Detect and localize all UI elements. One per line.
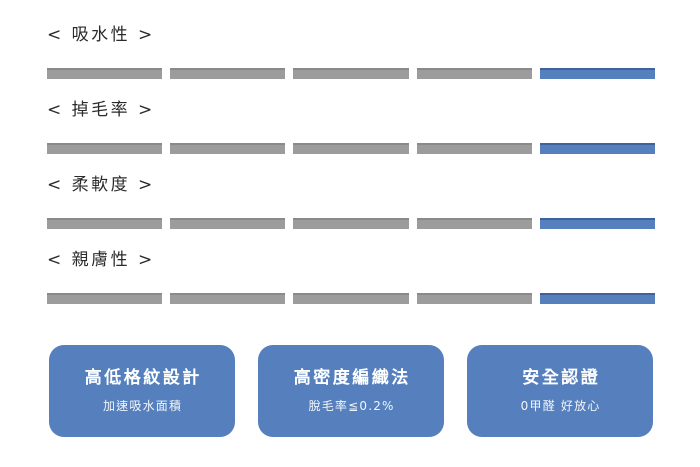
metric-label-shedding-rate: < 掉毛率 >: [47, 100, 155, 120]
metric-bar-skin-friendliness: [47, 293, 656, 304]
metric-label-skin-friendliness: < 親膚性 >: [47, 250, 155, 270]
metric-row: < 吸水性 >: [47, 18, 656, 93]
metric-label-water-absorption: < 吸水性 >: [47, 25, 155, 45]
metric-row: < 柔軟度 >: [47, 168, 656, 243]
bar-segment-3: [293, 218, 409, 229]
bar-segment-4: [416, 143, 532, 154]
bar-segment-4: [416, 218, 532, 229]
feature-card-waffle-weave-design: 高低格紋設計 加速吸水面積: [49, 345, 235, 437]
metric-label-softness: < 柔軟度 >: [47, 175, 155, 195]
bar-segment-1: [47, 293, 163, 304]
feature-card-subtitle: 加速吸水面積: [102, 399, 183, 413]
bar-segment-3: [293, 68, 409, 79]
bar-segment-1: [47, 218, 163, 229]
bar-segment-3: [293, 293, 409, 304]
bar-segment-5: [539, 143, 656, 154]
bar-segment-2: [170, 293, 286, 304]
bar-segment-2: [170, 143, 286, 154]
bar-segment-5: [539, 68, 656, 79]
feature-card-title: 高低格紋設計: [84, 368, 202, 388]
bar-segment-1: [47, 143, 163, 154]
bar-segment-5: [539, 293, 656, 304]
bar-segment-5: [539, 218, 656, 229]
metric-bar-water-absorption: [47, 68, 656, 79]
feature-card-high-density-weave: 高密度編織法 脫毛率≦0.2%: [258, 345, 444, 437]
feature-card-title: 安全認證: [522, 368, 601, 388]
feature-card-safety-certification: 安全認證 0甲醛 好放心: [467, 345, 653, 437]
metric-row: < 親膚性 >: [47, 243, 656, 318]
bar-segment-4: [416, 293, 532, 304]
metric-bar-shedding-rate: [47, 143, 656, 154]
metric-row: < 掉毛率 >: [47, 93, 656, 168]
bar-segment-3: [293, 143, 409, 154]
feature-card-title: 高密度編織法: [293, 368, 411, 388]
feature-card-subtitle: 脫毛率≦0.2%: [308, 399, 395, 413]
bar-segment-2: [170, 68, 286, 79]
bar-segment-1: [47, 68, 163, 79]
bar-segment-2: [170, 218, 286, 229]
feature-card-subtitle: 0甲醛 好放心: [520, 399, 601, 413]
metric-bar-softness: [47, 218, 656, 229]
bar-segment-4: [416, 68, 532, 79]
feature-card-list: 高低格紋設計 加速吸水面積 高密度編織法 脫毛率≦0.2% 安全認證 0甲醛 好…: [49, 345, 653, 437]
